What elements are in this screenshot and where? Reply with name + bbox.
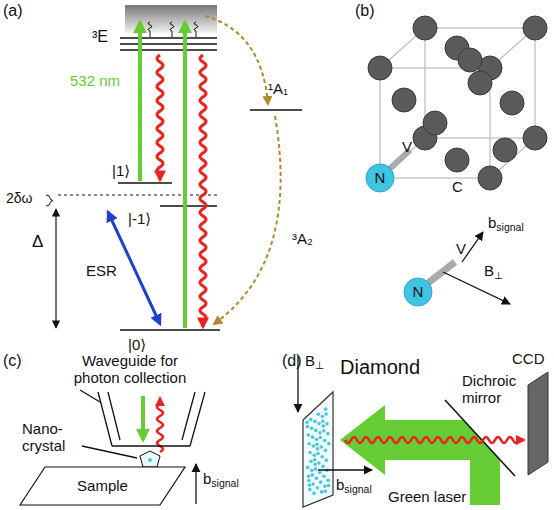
label: bsignal xyxy=(336,476,372,493)
nano-crystal xyxy=(140,451,160,467)
label: ¹A₁ xyxy=(268,80,288,97)
ccd-sensor xyxy=(528,372,548,475)
label: |1⟩ xyxy=(112,162,130,179)
label: bsignal xyxy=(203,470,239,487)
label: 2δω xyxy=(6,190,33,206)
nv-bond xyxy=(428,262,455,283)
dichroic-mirror xyxy=(445,400,515,476)
label: Δ xyxy=(32,232,43,252)
label: C xyxy=(452,178,463,195)
label: V xyxy=(456,240,466,257)
label: CCD xyxy=(512,350,545,367)
label: Waveguide for photon collection xyxy=(60,352,200,387)
diamond-slab xyxy=(303,392,333,507)
label: ESR xyxy=(86,262,117,279)
energy-levels xyxy=(46,5,302,330)
label: (d) xyxy=(282,352,302,370)
waveguide xyxy=(80,390,205,458)
node-label: Sample xyxy=(20,477,185,494)
node-label: N xyxy=(365,169,395,186)
emission-waves xyxy=(148,22,206,452)
nitrogen-atom: N xyxy=(403,277,433,307)
green-beam xyxy=(340,405,500,505)
label: Green laser xyxy=(388,488,466,505)
label: (c) xyxy=(3,352,22,370)
node-label: N xyxy=(403,283,433,300)
label: (b) xyxy=(355,2,375,20)
label: Nano-crystal xyxy=(22,420,82,455)
label: B⊥ xyxy=(305,352,324,369)
label: ³A₂ xyxy=(292,230,313,247)
label: V xyxy=(402,138,412,155)
label: Diamond xyxy=(340,356,420,379)
nitrogen-atom: N xyxy=(365,163,395,193)
label: Dichroic mirror xyxy=(462,372,526,407)
label: B⊥ xyxy=(484,262,503,279)
label: ³E xyxy=(92,28,108,46)
sample-plate: Sample xyxy=(20,466,185,506)
label: |-1⟩ xyxy=(128,210,151,227)
label: 532 nm xyxy=(70,72,120,89)
diamond-lattice xyxy=(368,16,547,190)
label: (a) xyxy=(3,2,23,20)
label: |0⟩ xyxy=(128,336,146,353)
label: bsignal xyxy=(488,214,524,231)
